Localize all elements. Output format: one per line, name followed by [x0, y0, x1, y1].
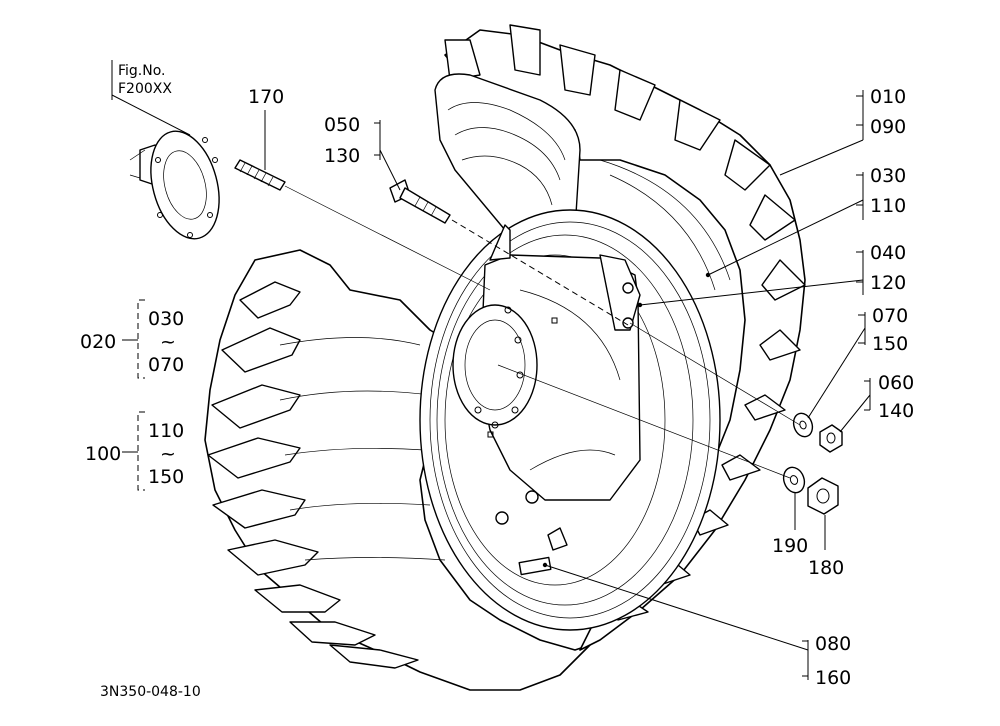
callout-120: 120: [870, 272, 906, 294]
callout-040: 040: [870, 242, 906, 264]
callout-060: 060: [878, 372, 914, 394]
callout-140: 140: [878, 400, 914, 422]
group-020-from: 030: [148, 308, 184, 330]
nut-180: [807, 477, 839, 515]
washer-070: [792, 412, 814, 438]
group-100-label: 100: [85, 443, 121, 465]
callout-130: 130: [324, 145, 360, 167]
rim-bolts: [495, 282, 634, 576]
drawing-number: 3N350-048-10: [100, 684, 201, 700]
callout-050: 050: [324, 114, 360, 136]
callout-080: 080: [815, 633, 851, 655]
group-020-label: 020: [80, 331, 116, 353]
callout-010: 010: [870, 86, 906, 108]
callout-180: 180: [808, 557, 844, 579]
group-bracket-100: [122, 411, 145, 491]
figure-ref-line2: F200XX: [118, 81, 172, 97]
callout-030: 030: [870, 165, 906, 187]
callout-170: 170: [248, 86, 284, 108]
tire-left-half: [204, 249, 591, 691]
group-100-to: 150: [148, 466, 184, 488]
callout-110: 110: [870, 195, 906, 217]
callout-190: 190: [772, 535, 808, 557]
axle-hub-flange: [129, 130, 220, 240]
wheel-disc: [452, 224, 641, 501]
callout-160: 160: [815, 667, 851, 689]
group-020-tilde: ~: [160, 331, 176, 353]
group-bracket-020: [122, 299, 145, 379]
stud-bolt-170: [234, 159, 286, 191]
figure-ref-line1: Fig.No.: [118, 63, 166, 79]
tire-right-half: [444, 24, 806, 651]
bolt-050: [389, 179, 451, 224]
group-020-to: 070: [148, 354, 184, 376]
callout-070: 070: [872, 305, 908, 327]
callout-090: 090: [870, 116, 906, 138]
washer-190: [782, 466, 806, 494]
nut-060: [819, 424, 843, 453]
leader-lines: [111, 60, 871, 680]
callout-150: 150: [872, 333, 908, 355]
group-100-from: 110: [148, 420, 184, 442]
group-100-tilde: ~: [160, 443, 176, 465]
